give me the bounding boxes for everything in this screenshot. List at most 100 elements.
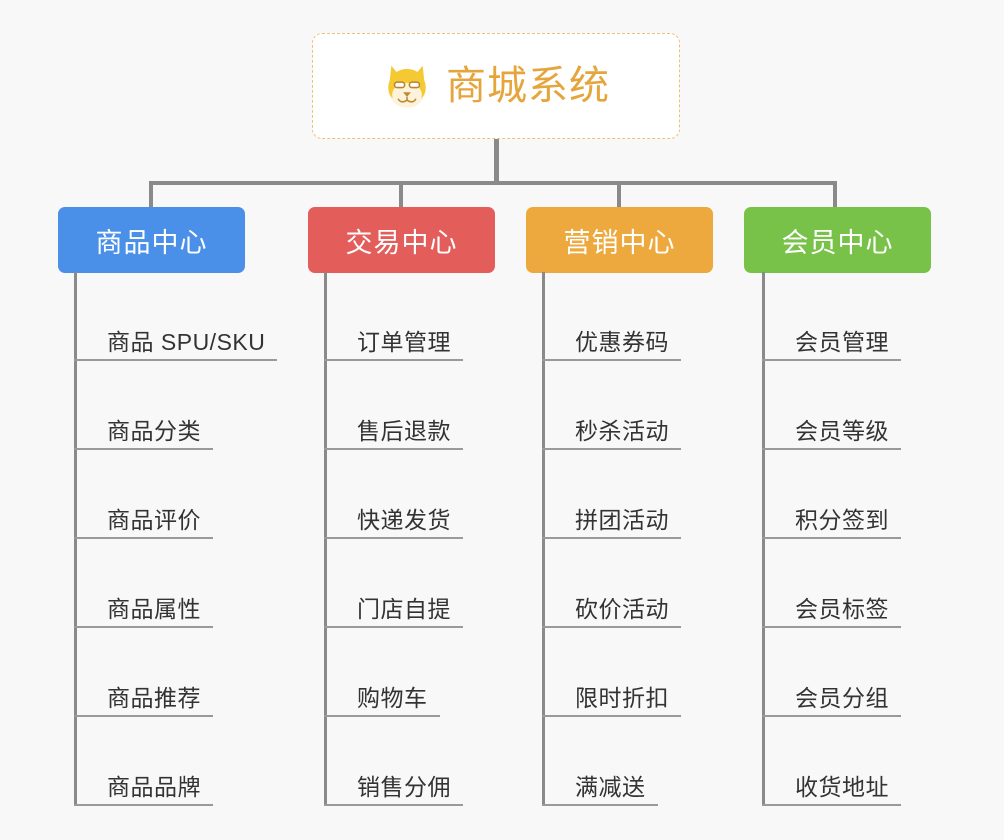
category-label-1: 商品中心 <box>95 227 208 258</box>
leaf-column-1: 商品 SPU/SKU 商品分类商品评价商品属性商品推荐商品品牌 <box>74 272 277 806</box>
connector-horizontal-bus <box>149 181 837 185</box>
leaf-item-rule <box>762 804 901 806</box>
leaf-column-4: 会员管理会员等级积分签到会员标签会员分组收货地址 <box>762 272 901 806</box>
leaf-column-3: 优惠券码秒杀活动拼团活动砍价活动限时折扣满减送 <box>542 272 681 806</box>
leaf-item-rule <box>542 804 658 806</box>
leaf-item[interactable]: 商品分类 <box>74 361 265 450</box>
leaf-item-rule <box>324 448 463 450</box>
leaf-item-label: 会员分组 <box>795 684 889 711</box>
leaf-item[interactable]: 优惠券码 <box>542 272 681 361</box>
leaf-item-label: 秒杀活动 <box>575 417 669 444</box>
leaf-item[interactable]: 销售分佣 <box>324 717 463 806</box>
leaf-item[interactable]: 秒杀活动 <box>542 361 681 450</box>
leaf-item[interactable]: 砍价活动 <box>542 539 681 628</box>
leaf-item-rule <box>762 626 901 628</box>
leaf-item[interactable]: 收货地址 <box>762 717 901 806</box>
leaf-item-rule <box>74 715 213 717</box>
leaf-list-1: 商品 SPU/SKU 商品分类商品评价商品属性商品推荐商品品牌 <box>74 272 277 806</box>
connector-drop-4 <box>833 181 837 208</box>
leaf-item-rule <box>74 448 213 450</box>
leaf-item[interactable]: 售后退款 <box>324 361 463 450</box>
leaf-item-label: 销售分佣 <box>357 773 451 800</box>
leaf-item-label: 商品分类 <box>107 417 201 444</box>
leaf-item-label: 收货地址 <box>795 773 889 800</box>
leaf-item[interactable]: 门店自提 <box>324 539 463 628</box>
leaf-trunk-1 <box>74 272 77 806</box>
category-label-2: 交易中心 <box>345 227 458 258</box>
category-box-3[interactable]: 营销中心 <box>526 207 713 273</box>
leaf-item[interactable]: 订单管理 <box>324 272 463 361</box>
leaf-item[interactable]: 商品评价 <box>74 450 265 539</box>
leaf-item[interactable]: 会员等级 <box>762 361 901 450</box>
leaf-item-rule <box>762 359 901 361</box>
leaf-item-rule <box>324 537 463 539</box>
leaf-item-rule <box>74 804 213 806</box>
leaf-item[interactable]: 商品推荐 <box>74 628 265 717</box>
leaf-item-label: 商品品牌 <box>107 773 201 800</box>
root-node[interactable]: 商城系统 <box>312 33 680 139</box>
leaf-item-rule <box>762 448 901 450</box>
leaf-trunk-2 <box>324 272 327 806</box>
leaf-item[interactable]: 限时折扣 <box>542 628 681 717</box>
leaf-item[interactable]: 商品品牌 <box>74 717 265 806</box>
leaf-item-label: 门店自提 <box>357 595 451 622</box>
leaf-item-rule <box>542 537 681 539</box>
root-title: 商城系统 <box>446 64 610 108</box>
category-box-4[interactable]: 会员中心 <box>744 207 931 273</box>
leaf-item-label: 会员管理 <box>795 328 889 355</box>
connector-drop-2 <box>399 181 403 208</box>
leaf-item-rule <box>324 359 463 361</box>
leaf-item-label: 限时折扣 <box>575 684 669 711</box>
leaf-item-label: 会员等级 <box>795 417 889 444</box>
leaf-trunk-3 <box>542 272 545 806</box>
connector-root-stem <box>494 139 499 184</box>
leaf-item[interactable]: 快递发货 <box>324 450 463 539</box>
leaf-item-label: 商品 SPU/SKU <box>107 328 266 355</box>
leaf-list-2: 订单管理售后退款快递发货门店自提购物车销售分佣 <box>324 272 463 806</box>
leaf-item-label: 订单管理 <box>357 328 451 355</box>
leaf-item-label: 快递发货 <box>357 506 451 533</box>
leaf-item-rule <box>542 715 681 717</box>
leaf-item-label: 拼团活动 <box>575 506 669 533</box>
leaf-item-label: 积分签到 <box>795 506 889 533</box>
leaf-item[interactable]: 购物车 <box>324 628 451 717</box>
leaf-item-rule <box>74 626 213 628</box>
leaf-item[interactable]: 会员标签 <box>762 539 901 628</box>
leaf-item[interactable]: 会员分组 <box>762 628 901 717</box>
leaf-item-rule <box>762 715 901 717</box>
leaf-item-label: 满减送 <box>575 773 646 800</box>
leaf-item-rule <box>542 359 681 361</box>
leaf-item-label: 售后退款 <box>357 417 451 444</box>
category-label-3: 营销中心 <box>563 227 676 258</box>
leaf-item-rule <box>762 537 901 539</box>
leaf-item[interactable]: 会员管理 <box>762 272 901 361</box>
leaf-list-4: 会员管理会员等级积分签到会员标签会员分组收货地址 <box>762 272 901 806</box>
leaf-item[interactable]: 商品属性 <box>74 539 265 628</box>
leaf-item-rule <box>324 804 463 806</box>
leaf-item-label: 商品评价 <box>107 506 201 533</box>
leaf-item-label: 会员标签 <box>795 595 889 622</box>
category-label-4: 会员中心 <box>781 227 894 258</box>
leaf-item-rule <box>324 626 463 628</box>
leaf-item-rule <box>74 537 213 539</box>
leaf-item[interactable]: 商品 SPU/SKU <box>74 272 277 361</box>
leaf-item-rule <box>542 626 681 628</box>
category-box-1[interactable]: 商品中心 <box>58 207 245 273</box>
leaf-item-rule <box>542 448 681 450</box>
leaf-item-label: 商品属性 <box>107 595 201 622</box>
leaf-item-label: 商品推荐 <box>107 684 201 711</box>
connector-drop-1 <box>149 181 153 208</box>
leaf-item-label: 购物车 <box>357 684 428 711</box>
dog-face-icon <box>388 65 426 108</box>
leaf-item[interactable]: 积分签到 <box>762 450 901 539</box>
leaf-column-2: 订单管理售后退款快递发货门店自提购物车销售分佣 <box>324 272 463 806</box>
leaf-item-label: 砍价活动 <box>575 595 669 622</box>
leaf-item[interactable]: 满减送 <box>542 717 669 806</box>
leaf-list-3: 优惠券码秒杀活动拼团活动砍价活动限时折扣满减送 <box>542 272 681 806</box>
leaf-item[interactable]: 拼团活动 <box>542 450 681 539</box>
category-box-2[interactable]: 交易中心 <box>308 207 495 273</box>
leaf-trunk-4 <box>762 272 765 806</box>
leaf-item-rule <box>74 359 277 361</box>
leaf-item-label: 优惠券码 <box>575 328 669 355</box>
